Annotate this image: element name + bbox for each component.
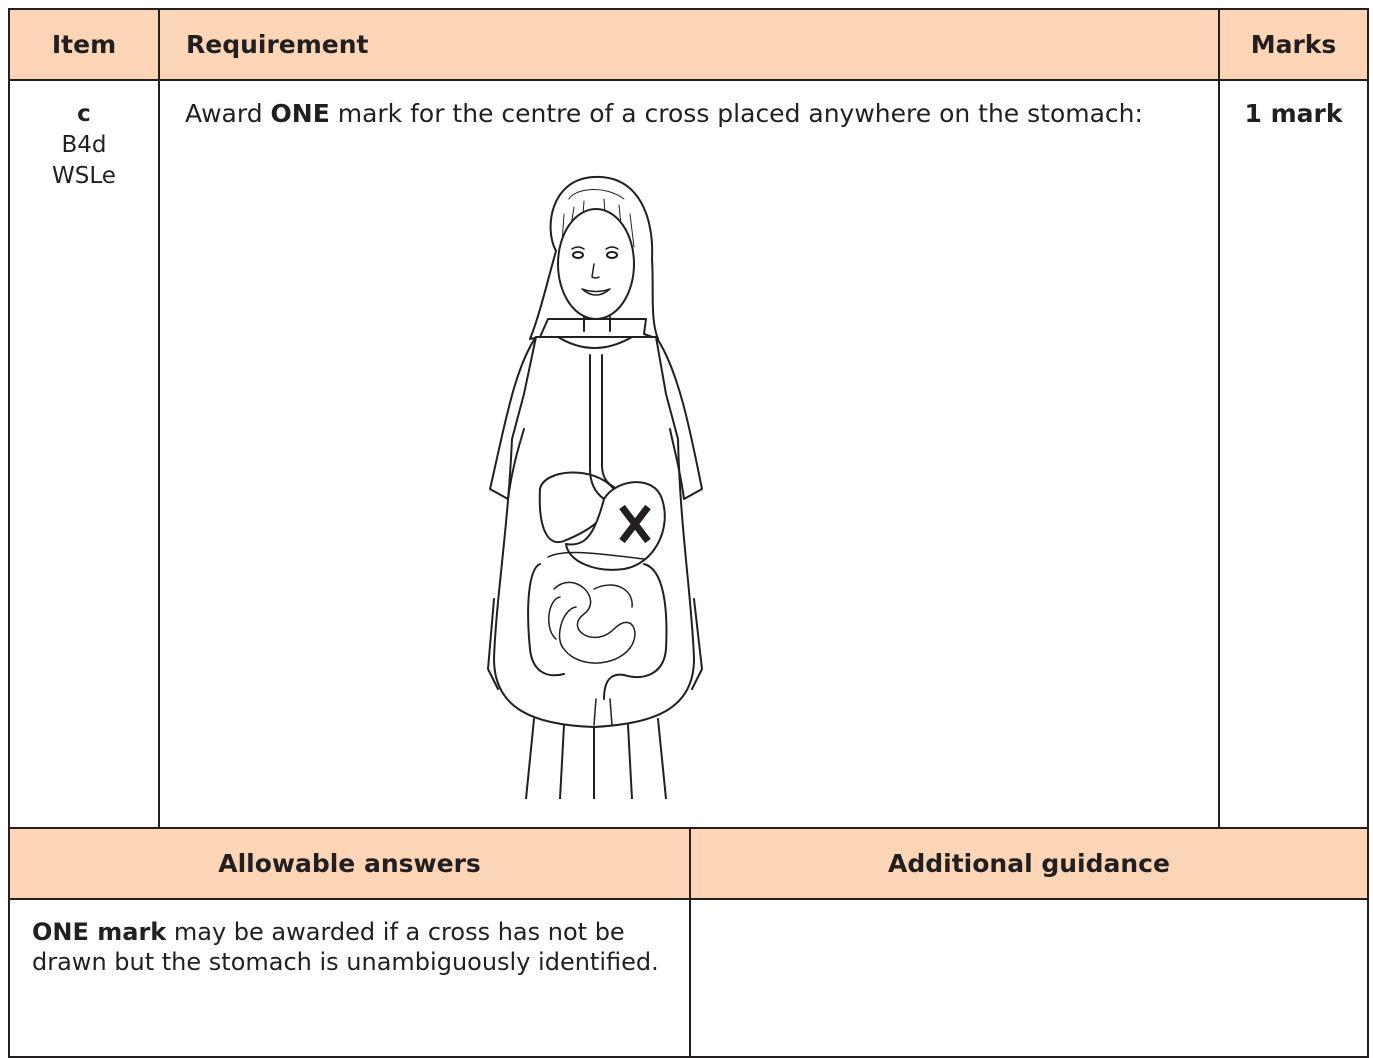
requirement-column-header: Requirement bbox=[160, 10, 1220, 79]
answers-row: ONE mark may be awarded if a cross has n… bbox=[8, 898, 1369, 1058]
allowable-bold: ONE mark bbox=[32, 918, 166, 946]
requirement-prefix: Award bbox=[185, 99, 271, 128]
marks-column-header: Marks bbox=[1220, 10, 1367, 79]
marks-cell: 1 mark bbox=[1220, 79, 1367, 827]
additional-guidance-header: Additional guidance bbox=[691, 829, 1367, 898]
girl-digestive-system-illustration bbox=[444, 169, 724, 799]
item-column-header: Item bbox=[10, 10, 160, 79]
additional-guidance-cell bbox=[691, 898, 1367, 1056]
requirement-suffix: mark for the centre of a cross placed an… bbox=[330, 99, 1143, 128]
answers-header-row: Allowable answers Additional guidance bbox=[8, 827, 1369, 900]
face bbox=[558, 209, 634, 319]
requirement-text: Award ONE mark for the centre of a cross… bbox=[185, 99, 1143, 128]
allowable-answers-cell: ONE mark may be awarded if a cross has n… bbox=[10, 898, 691, 1056]
allowable-answers-header: Allowable answers bbox=[10, 829, 691, 898]
table-row: c B4d WSLe Award ONE mark for the centre… bbox=[8, 79, 1369, 829]
item-letter: c bbox=[10, 99, 158, 130]
requirement-bold: ONE bbox=[271, 99, 330, 128]
item-cell: c B4d WSLe bbox=[10, 79, 160, 827]
table-header-row: Item Requirement Marks bbox=[8, 8, 1369, 81]
item-ref-wsle: WSLe bbox=[10, 161, 158, 192]
item-ref-b4d: B4d bbox=[10, 130, 158, 161]
requirement-cell: Award ONE mark for the centre of a cross… bbox=[160, 79, 1220, 827]
